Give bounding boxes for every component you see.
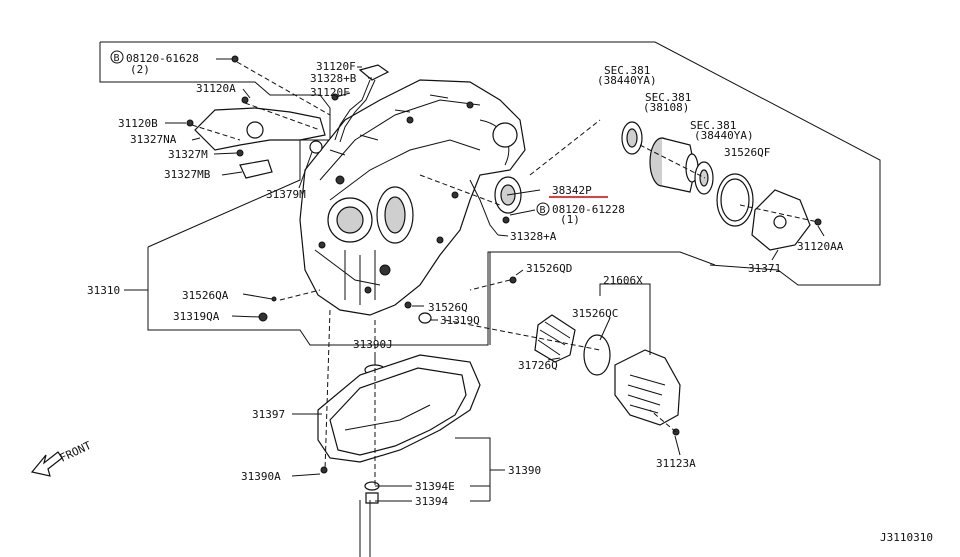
label-31726Q: 31726Q [518, 359, 558, 372]
label-31319QA: 31319QA [173, 310, 220, 323]
label-08120-61228: 08120-61228 [552, 203, 625, 216]
label-31397: 31397 [252, 408, 285, 421]
label-sec381-a: SEC.381 [604, 64, 650, 77]
label-31394: 31394 [415, 495, 448, 508]
label-sec381-c-sub: (38440YA) [694, 129, 754, 142]
transmission-case [299, 79, 526, 316]
label-31390A: 31390A [241, 470, 281, 483]
label-08120-61628: 08120-61628 [126, 52, 199, 65]
front-arrow: FRONT [30, 439, 94, 477]
label-31120A: 31120A [196, 82, 236, 95]
front-label: FRONT [58, 439, 94, 465]
label-31120F: 31120F [316, 60, 356, 73]
alignment-lines [191, 61, 819, 485]
upper-left-parts [186, 55, 390, 179]
label-31394E: 31394E [415, 480, 455, 493]
bolt-marker-letter: B [540, 205, 546, 216]
label-31120AA: 31120AA [797, 240, 844, 253]
label-31327M: 31327M [168, 148, 208, 161]
label-31379M: 31379M [266, 188, 306, 201]
bolt-marker-2: B [536, 202, 550, 216]
label-31328A: 31328+A [510, 230, 557, 243]
label-sec381-b: SEC.381 [645, 91, 691, 104]
label-31526Q: 31526Q [428, 301, 468, 314]
label-08120-61628-qty: (2) [130, 63, 150, 76]
label-31390J: 31390J [353, 338, 393, 351]
label-08120-61228-qty: (1) [560, 213, 580, 226]
label-31526QD: 31526QD [526, 262, 572, 275]
label-31328B: 31328+B [310, 72, 357, 85]
label-38342P: 38342P [552, 184, 592, 197]
diagram-code: J3110310 [880, 531, 933, 544]
label-31319Q: 31319Q [440, 314, 480, 327]
label-31526QF: 31526QF [724, 146, 770, 159]
part-labels: 08120-61628 (2) 31120F 31328+B 31120F 31… [87, 52, 933, 544]
leader-lines [124, 58, 825, 557]
label-sec381-a-sub: (38440YA) [597, 74, 657, 87]
label-sec381-c: SEC.381 [690, 119, 736, 132]
label-31526QA: 31526QA [182, 289, 229, 302]
label-31120F-2: 31120F [310, 86, 350, 99]
label-21606X: 21606X [603, 274, 643, 287]
label-31327MB: 31327MB [164, 168, 211, 181]
label-31390: 31390 [508, 464, 541, 477]
bolt-marker-1: B [110, 50, 124, 64]
label-sec381-b-sub: (38108) [643, 101, 689, 114]
assembly-outline [99, 41, 881, 346]
label-31371: 31371 [748, 262, 781, 275]
bolt-marker-letter: B [114, 53, 120, 64]
label-31327NA: 31327NA [130, 133, 177, 146]
label-31526QC: 31526QC [572, 307, 618, 320]
lower-parts [258, 276, 681, 504]
label-31120B: 31120B [118, 117, 158, 130]
label-31123A: 31123A [656, 457, 696, 470]
label-31310: 31310 [87, 284, 120, 297]
